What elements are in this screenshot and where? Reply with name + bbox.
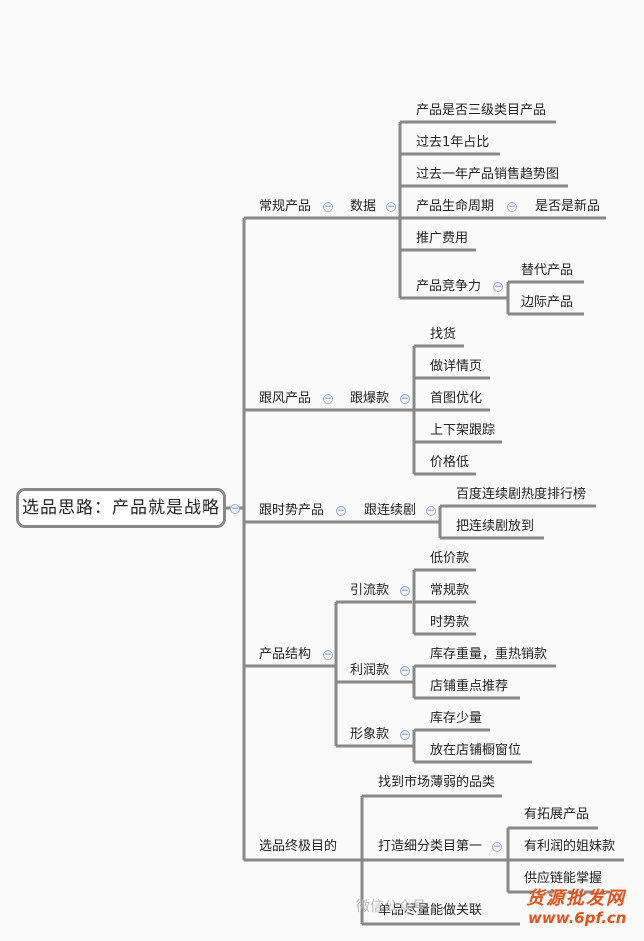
topic-genshishi[interactable]: 跟时势产品 <box>259 503 325 518</box>
topic-dazao-item[interactable]: 有拓展产品 <box>524 807 590 822</box>
topic-yinliu[interactable]: 引流款 <box>350 583 390 598</box>
topic-shuju-item[interactable]: 产品竞争力 <box>416 279 482 294</box>
topic-shuju[interactable]: 数据 <box>350 199 377 214</box>
collapse-toggle-icon[interactable]: − <box>323 650 333 660</box>
topic-genbaokuan-item[interactable]: 首图优化 <box>430 391 483 406</box>
topic-dazao-item[interactable]: 供应链能掌握 <box>524 871 603 886</box>
topic-changgui[interactable]: 常规产品 <box>259 199 312 214</box>
topic-yinliu-item[interactable]: 低价款 <box>430 551 470 566</box>
collapse-toggle-icon[interactable]: − <box>507 202 517 212</box>
collapse-toggle-icon[interactable]: − <box>323 202 333 212</box>
collapse-toggle-icon[interactable]: − <box>492 842 502 852</box>
collapse-toggle-icon[interactable]: − <box>400 394 410 404</box>
topic-xingxiang-item[interactable]: 库存少量 <box>430 711 483 726</box>
topic-genbaokuan-item[interactable]: 价格低 <box>430 455 470 470</box>
topic-shuju-item[interactable]: 产品生命周期 <box>416 199 495 214</box>
topic-shuju-item[interactable]: 过去1年占比 <box>416 135 490 150</box>
topic-genlianxuju[interactable]: 跟连续剧 <box>364 503 417 518</box>
topic-shuju-item[interactable]: 产品是否三级类目产品 <box>416 103 547 118</box>
topic-shuju-item[interactable]: 推广费用 <box>416 231 469 246</box>
topic-dazao-item[interactable]: 有利润的姐妹款 <box>524 839 616 854</box>
collapse-toggle-icon[interactable]: − <box>426 506 436 516</box>
wechat-watermark: 微信公众号 <box>356 899 426 915</box>
topic-zhongji[interactable]: 选品终极目的 <box>259 839 338 854</box>
topic-lirun-item[interactable]: 库存重量，重热销款 <box>430 647 548 662</box>
topic-yinliu-item[interactable]: 时势款 <box>430 615 470 630</box>
collapse-toggle-icon[interactable]: − <box>336 506 346 516</box>
topic-jiegou[interactable]: 产品结构 <box>259 647 312 662</box>
topic-jingzheng-child[interactable]: 边际产品 <box>521 295 574 310</box>
collapse-toggle-icon[interactable]: − <box>230 504 240 514</box>
topic-yinliu-item[interactable]: 常规款 <box>430 583 470 598</box>
collapse-toggle-icon[interactable]: − <box>400 666 410 676</box>
topic-lirun-item[interactable]: 店铺重点推荐 <box>430 679 509 694</box>
topic-xingxiang[interactable]: 形象款 <box>350 727 390 742</box>
topic-lirun[interactable]: 利润款 <box>350 663 390 678</box>
topic-genbaokuan-item[interactable]: 上下架跟踪 <box>430 423 496 438</box>
site-logo-watermark: 货源批发网 <box>526 888 626 909</box>
topic-xingxiang-item[interactable]: 放在店铺橱窗位 <box>430 743 522 758</box>
collapse-toggle-icon[interactable]: − <box>400 730 410 740</box>
topic-genlianxuju-item[interactable]: 把连续剧放到 <box>456 519 535 534</box>
topic-genbaokuan[interactable]: 跟爆款 <box>350 391 390 406</box>
topic-genbaokuan-item[interactable]: 找货 <box>430 327 457 342</box>
topic-shuju-item[interactable]: 过去一年产品销售趋势图 <box>416 167 560 182</box>
topic-zhongji-item[interactable]: 打造细分类目第一 <box>378 839 483 854</box>
collapse-toggle-icon[interactable]: − <box>386 202 396 212</box>
collapse-toggle-icon[interactable]: − <box>400 586 410 596</box>
topic-zhongji-item[interactable]: 找到市场薄弱的品类 <box>378 775 496 790</box>
collapse-toggle-icon[interactable]: − <box>323 394 333 404</box>
site-url-watermark: www.6pf.cn <box>528 909 627 927</box>
topic-genfeng[interactable]: 跟风产品 <box>259 391 312 406</box>
topic-genbaokuan-item[interactable]: 做详情页 <box>430 359 483 374</box>
topic-zhongji-item[interactable]: 单品尽量能做关联 <box>378 903 483 918</box>
topic-life-child[interactable]: 是否是新品 <box>535 199 601 214</box>
collapse-toggle-icon[interactable]: − <box>493 282 503 292</box>
topic-jingzheng-child[interactable]: 替代产品 <box>521 263 574 278</box>
root-topic[interactable]: 选品思路：产品就是战略 <box>16 488 226 528</box>
topic-genlianxuju-item[interactable]: 百度连续剧热度排行榜 <box>456 487 587 502</box>
